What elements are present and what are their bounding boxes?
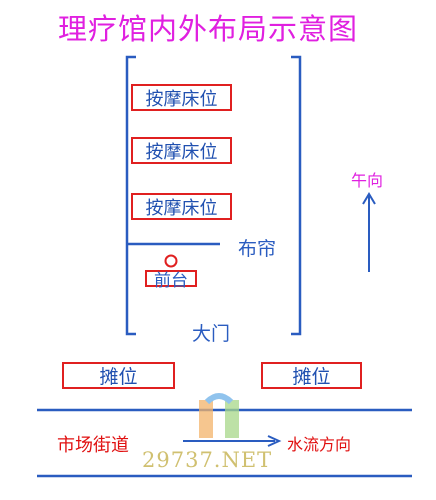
water-flow-arrow-head <box>267 435 282 447</box>
street-label: 市场街道 <box>57 435 129 456</box>
north-arrow-head <box>362 192 376 205</box>
stall-left: 摊位 <box>62 362 175 389</box>
reception-circle <box>164 254 178 268</box>
reception-label: 前台 <box>154 271 188 291</box>
massage-bed-label: 按摩床位 <box>145 141 218 163</box>
diagram-title: 理疗馆内外布局示意图 <box>58 12 359 46</box>
water-flow-label: 水流方向 <box>287 435 352 454</box>
massage-bed-label: 按摩床位 <box>145 197 218 219</box>
stall-label: 摊位 <box>99 366 138 388</box>
watermark-text: 29737.NET <box>142 448 273 472</box>
stall-right: 摊位 <box>261 362 362 389</box>
watermark-logo-icon <box>199 393 239 438</box>
door-label: 大门 <box>192 323 231 345</box>
reception-desk: 前台 <box>145 270 197 291</box>
building-left-wall <box>125 55 136 336</box>
building-right-wall <box>291 55 302 336</box>
massage-bed-label: 按摩床位 <box>145 88 218 110</box>
massage-bed-2: 按摩床位 <box>131 137 232 164</box>
north-label: 午向 <box>351 171 384 190</box>
massage-bed-1: 按摩床位 <box>131 84 232 111</box>
curtain-label: 布帘 <box>238 238 277 260</box>
stall-label: 摊位 <box>292 366 331 388</box>
massage-bed-3: 按摩床位 <box>131 193 232 220</box>
